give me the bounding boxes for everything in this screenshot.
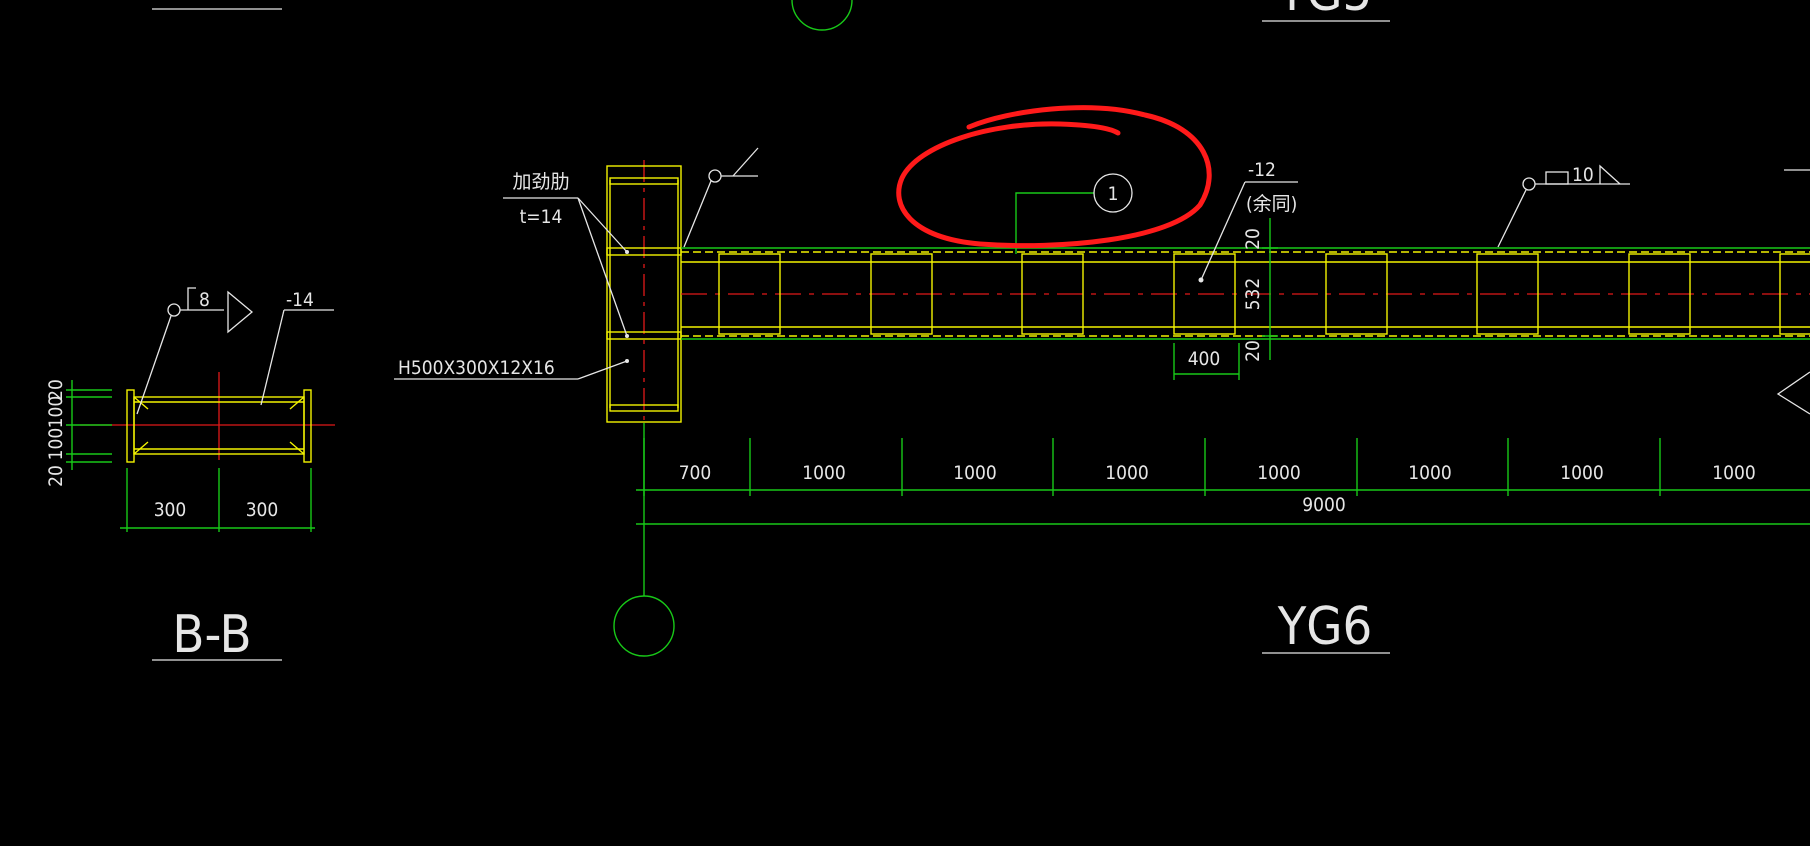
beam-elevation: -12 (余同) 10 20 532 20 400 700 1000 1000 … xyxy=(636,159,1810,657)
top-grid-bubble-partial xyxy=(791,0,853,31)
beam-weld-size: 10 xyxy=(1572,164,1594,186)
spacing-dim-ticks xyxy=(643,438,1661,496)
bb-dim-left-top: 20 xyxy=(45,379,67,401)
beam-stiffener-3 xyxy=(1021,253,1084,335)
bb-section-view: 8 -14 300 300 20 100 100 20 B-B xyxy=(45,287,335,665)
top-beam-title: YG5 xyxy=(1277,0,1373,23)
red-circle-annotation xyxy=(896,105,1212,249)
column-elevation: 加劲肋 t=14 H500X300X12X16 xyxy=(394,147,759,657)
stiffener-leader-dot-top xyxy=(625,250,629,254)
span-dim-5: 1000 xyxy=(1257,462,1301,484)
plate-note-leader xyxy=(1200,181,1246,281)
stiffener-leader-bottom xyxy=(577,197,628,337)
bb-weld-flag xyxy=(227,290,254,334)
beam-weld-leader-circle xyxy=(1522,177,1536,191)
plate-note-text: (余同) xyxy=(1246,193,1297,215)
plate-note-label: -12 xyxy=(1248,159,1276,181)
bb-dim-left-bottom: 20 xyxy=(45,465,67,487)
bb-dim-bottom-1: 300 xyxy=(154,499,187,521)
red-circle-stroke xyxy=(896,105,1212,249)
detail-marker-leader xyxy=(1015,192,1094,254)
beam-stiffener-1 xyxy=(718,253,781,335)
beam-stiffeners xyxy=(718,253,1810,335)
beam-stiffener-2 xyxy=(870,253,933,335)
column-section-label: H500X300X12X16 xyxy=(398,357,555,379)
detail-marker-number: 1 xyxy=(1108,183,1119,205)
bb-weld-symbol-bracket xyxy=(187,287,196,310)
beam-stiffener-7 xyxy=(1628,253,1691,335)
detail-marker-circle xyxy=(1093,173,1133,213)
bb-left-dim-ticks xyxy=(66,389,112,463)
beam-title: YG6 xyxy=(1277,597,1373,657)
column-grid-bubble xyxy=(613,595,675,657)
bb-dim-left-lower: 100 xyxy=(45,428,67,461)
span-dim-3: 1000 xyxy=(953,462,997,484)
bb-plate-leader-line xyxy=(260,309,285,406)
beam-stiffener-4 xyxy=(1173,253,1236,335)
bb-plate-label: -14 xyxy=(286,289,314,311)
span-dim-4: 1000 xyxy=(1105,462,1149,484)
right-edge-arrow-partial xyxy=(1776,371,1810,415)
height-dim-top: 20 xyxy=(1242,228,1264,250)
column-section-leader-dot xyxy=(625,359,629,363)
beam-stiffener-5 xyxy=(1325,253,1388,335)
column-weld-symbol xyxy=(732,147,759,177)
span-dim-7: 1000 xyxy=(1560,462,1604,484)
span-dim-6: 1000 xyxy=(1408,462,1452,484)
bb-weld-leader-line xyxy=(136,315,172,415)
top-partial-elements: YG5 xyxy=(152,0,1390,31)
span-dim-1: 700 xyxy=(679,462,712,484)
bb-web-plate xyxy=(133,396,305,455)
beam-weld-fillet-symbol xyxy=(1599,164,1621,185)
stiffener-label: 加劲肋 xyxy=(512,171,569,193)
bb-dim-left-upper: 100 xyxy=(45,396,67,429)
total-dim: 9000 xyxy=(1302,494,1346,516)
beam-weld-symbol-box xyxy=(1545,171,1569,185)
bb-right-flange xyxy=(303,389,312,463)
beam-stiffener-6 xyxy=(1476,253,1539,335)
column-weld-leader-circle xyxy=(708,169,722,183)
stiffener-leader-top xyxy=(577,197,628,253)
height-dim-bottom: 20 xyxy=(1242,340,1264,362)
bb-weld-leader-circle xyxy=(167,303,181,317)
bb-weld-size: 8 xyxy=(199,289,210,311)
height-dim-ticks xyxy=(1262,247,1278,337)
plate-note-leader-dot xyxy=(1198,277,1204,283)
stiffener-thickness: t=14 xyxy=(520,206,563,228)
stiffener-leader-dot-bottom xyxy=(625,334,629,338)
stiffener-width-dim: 400 xyxy=(1188,348,1221,370)
bb-dim-bottom-2: 300 xyxy=(246,499,279,521)
height-dim-mid: 532 xyxy=(1242,278,1264,311)
span-dim-2: 1000 xyxy=(802,462,846,484)
column-weld-leader-line xyxy=(683,180,712,248)
beam-weld-leader-line xyxy=(1497,189,1527,248)
beam-stiffener-8 xyxy=(1779,253,1810,335)
span-dim-8: 1000 xyxy=(1712,462,1756,484)
bb-left-flange xyxy=(126,389,135,463)
column-section-leader xyxy=(577,360,628,380)
section-title: B-B xyxy=(172,605,251,665)
